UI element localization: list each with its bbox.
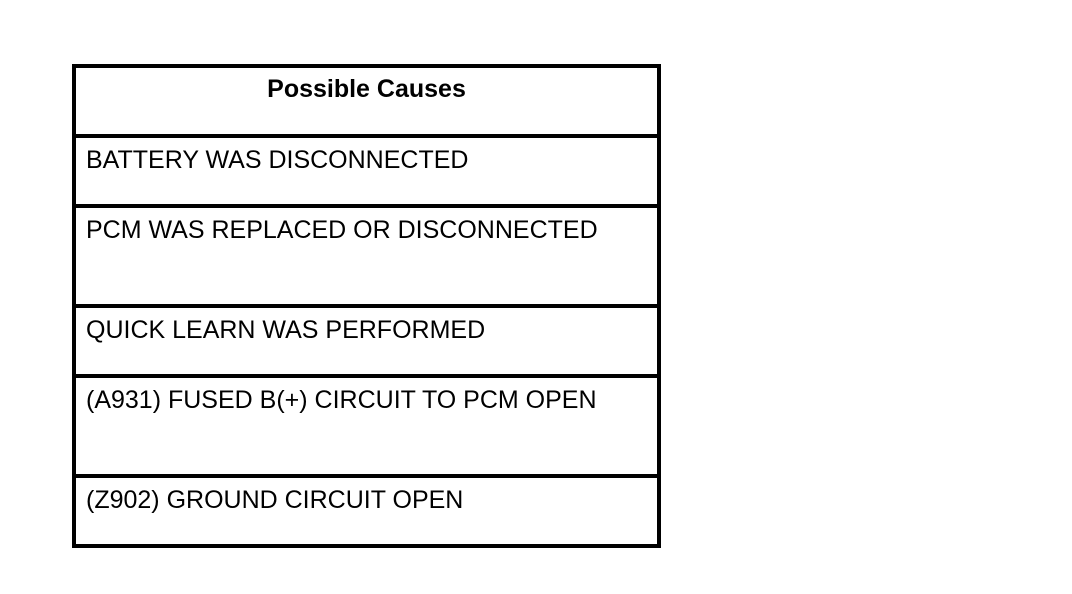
table-row: (A931) FUSED B(+) CIRCUIT TO PCM OPEN (72, 374, 661, 478)
cause-fused-b-circuit-open: (A931) FUSED B(+) CIRCUIT TO PCM OPEN (72, 374, 661, 478)
table-row: BATTERY WAS DISCONNECTED (72, 134, 661, 208)
table-row: PCM WAS REPLACED OR DISCONNECTED (72, 204, 661, 308)
cause-quick-learn: QUICK LEARN WAS PERFORMED (72, 304, 661, 378)
cause-battery-disconnected: BATTERY WAS DISCONNECTED (72, 134, 661, 208)
table-header-row: Possible Causes (72, 64, 661, 138)
table-row: (Z902) GROUND CIRCUIT OPEN (72, 474, 661, 548)
cause-pcm-replaced: PCM WAS REPLACED OR DISCONNECTED (72, 204, 661, 308)
table-row: QUICK LEARN WAS PERFORMED (72, 304, 661, 378)
possible-causes-table: Possible Causes BATTERY WAS DISCONNECTED… (72, 64, 661, 548)
table-header-possible-causes: Possible Causes (72, 64, 661, 138)
cause-ground-circuit-open: (Z902) GROUND CIRCUIT OPEN (72, 474, 661, 548)
